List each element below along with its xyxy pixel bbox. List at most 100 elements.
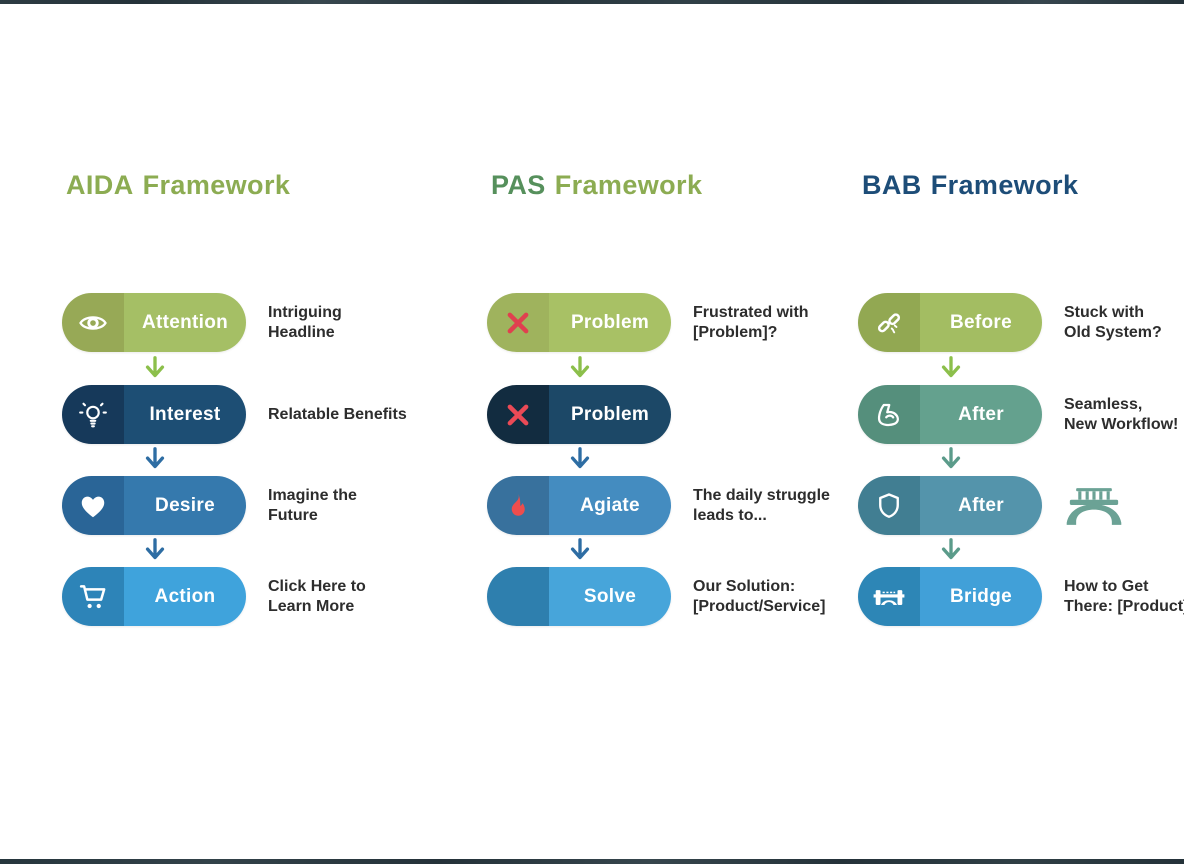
step-label: Bridge [950,585,1012,607]
cart-icon [79,584,106,608]
step-label: Problem [570,311,650,333]
step-description: Our Solution: [Product/Service] [693,577,826,615]
pill-icon-section [62,385,124,444]
pill-icon-section [858,385,920,444]
pill-label-section: Problem [549,293,671,352]
down-arrow-icon [941,447,961,469]
step-description: How to Get There: [Product] [1064,577,1184,615]
bab-title: BAB Framework [862,170,1078,201]
top-edge-artifact [0,0,1184,4]
pill-label-section: After [920,476,1042,535]
problem-pill-navy: Problem [487,385,671,444]
step-label: Interest [149,403,221,425]
pill-icon-section-empty [487,567,549,626]
bridge-deco-icon [1066,487,1122,525]
step-label: Action [154,585,216,607]
pill-icon-section [487,293,549,352]
step-row-attention: Attention Intriguing Headline [62,293,482,352]
pill-icon-section [62,567,124,626]
flame-icon [511,493,525,516]
shield-icon [879,492,899,518]
step-decoration [1064,476,1124,535]
pill-icon-section [858,567,920,626]
title-part-2: Framework [554,170,703,200]
action-pill: Action [62,567,246,626]
eye-icon [79,315,107,330]
step-description: Seamless, New Workflow! [1064,395,1179,433]
down-arrow-icon [145,538,165,560]
broken-link-icon [877,312,901,333]
pill-icon-section [487,385,549,444]
desire-pill: Desire [62,476,246,535]
step-label: Attention [141,311,229,333]
step-label: Before [950,311,1012,333]
down-arrow-icon [570,356,590,378]
step-description: Stuck with Old System? [1064,303,1162,341]
step-label: Desire [155,494,215,516]
step-description: Click Here to Learn More [268,577,366,615]
step-description: Imagine the Future [268,486,357,524]
x-mark-icon [507,312,529,333]
x-mark-icon [507,404,529,425]
step-description: Intriguing Headline [268,303,342,341]
title-part-2: Framework [142,170,291,200]
step-description: The daily struggle leads to... [693,486,830,524]
pill-label-section: After [920,385,1042,444]
title-part-1: AIDA [66,170,134,200]
step-row-action: Action Click Here to Learn More [62,567,482,626]
step-label: Agiate [580,494,640,516]
bottom-edge-artifact [0,859,1184,864]
lightbulb-icon [79,402,107,427]
down-arrow-icon [941,356,961,378]
pill-icon-section [62,476,124,535]
after-pill-blue: After [858,476,1042,535]
step-row-problem-1: Problem Frustrated with [Problem]? [487,293,907,352]
step-label: Solve [583,585,637,607]
problem-pill-green: Problem [487,293,671,352]
column-bab: BAB Framework Before Stuck with Old Sys [858,0,1184,864]
attention-pill: Attention [62,293,246,352]
column-pas: PAS Framework Problem Frustrated with [P… [487,0,907,864]
title-part-2: Framework [930,170,1079,200]
title-part-1: BAB [862,170,922,200]
pill-icon-section [62,293,124,352]
down-arrow-icon [941,538,961,560]
heart-icon [81,496,105,517]
step-row-solve: Solve Our Solution: [Product/Service] [487,567,907,626]
pas-title: PAS Framework [491,170,702,201]
pill-label-section: Solve [549,567,671,626]
step-row-bridge: Bridge How to Get There: [Product] [858,567,1184,626]
step-label: After [958,494,1004,516]
title-part-1: PAS [491,170,546,200]
bridge-pill: Bridge [858,567,1042,626]
down-arrow-icon [145,447,165,469]
step-row-before: Before Stuck with Old System? [858,293,1184,352]
down-arrow-icon [570,538,590,560]
step-row-after-1: After Seamless, New Workflow! [858,385,1184,444]
down-arrow-icon [145,356,165,378]
step-label: After [958,403,1004,425]
step-row-desire: Desire Imagine the Future [62,476,482,535]
after-pill-green: After [858,385,1042,444]
pill-icon-section [487,476,549,535]
pill-label-section: Agiate [549,476,671,535]
pill-label-section: Bridge [920,567,1042,626]
pill-label-section: Problem [549,385,671,444]
down-arrow-icon [570,447,590,469]
column-aida: AIDA Framework Attention Intriguing Head… [62,0,482,864]
step-row-after-2: After [858,476,1184,535]
step-row-problem-2: Problem [487,385,907,444]
pill-label-section: Desire [124,476,246,535]
interest-pill: Interest [62,385,246,444]
step-row-agiate: Agiate The daily struggle leads to... [487,476,907,535]
pill-label-section: Action [124,567,246,626]
bicep-icon [877,403,899,426]
solve-pill: Solve [487,567,671,626]
step-description: Frustrated with [Problem]? [693,303,809,341]
step-description: Relatable Benefits [268,405,407,423]
before-pill: Before [858,293,1042,352]
step-label: Problem [570,403,650,425]
step-row-interest: Interest Relatable Benefits [62,385,482,444]
pill-icon-section [858,476,920,535]
